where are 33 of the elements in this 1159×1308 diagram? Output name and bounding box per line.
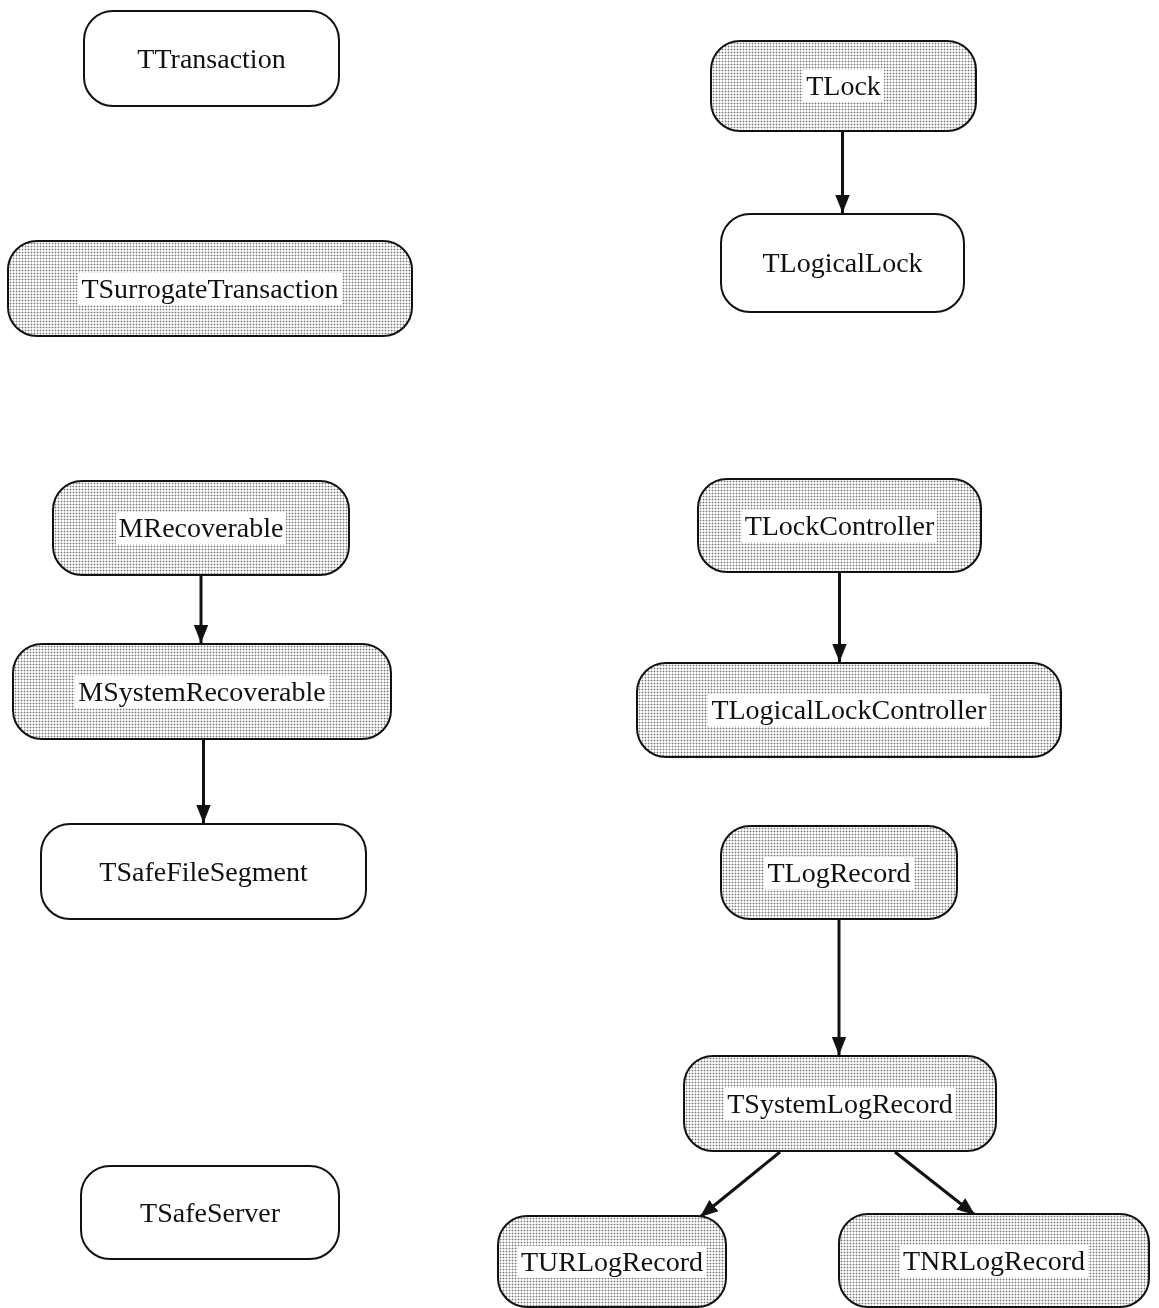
- class-box: [497, 1215, 727, 1308]
- arrow: [835, 132, 850, 213]
- class-name: TLock: [803, 70, 884, 102]
- arrow: [831, 920, 847, 1055]
- class-box: [52, 480, 350, 576]
- class-name: TSystemLogRecord: [724, 1087, 956, 1120]
- class-box: [697, 478, 982, 573]
- class-name: TLogRecord: [764, 856, 914, 889]
- class-name: MRecoverable: [115, 512, 287, 544]
- class-box: [683, 1055, 997, 1152]
- class-name: TSafeFileSegment: [98, 855, 309, 888]
- class-name: TSafeServer: [139, 1196, 281, 1229]
- class-box: [40, 823, 367, 920]
- class-name: TLogicalLock: [761, 247, 924, 279]
- arrow: [196, 740, 211, 823]
- arrow: [193, 576, 209, 643]
- class-name: TSurrogateTransaction: [78, 272, 342, 305]
- class-name: TLockController: [741, 509, 938, 542]
- class-name: MSystemRecoverable: [75, 675, 329, 708]
- arrow: [832, 573, 847, 662]
- class-box: [720, 213, 965, 313]
- class-name: TTransaction: [136, 42, 287, 75]
- class-name: TLogicalLockController: [708, 694, 990, 726]
- class-name: TURLogRecord: [518, 1245, 706, 1278]
- class-box: [80, 1165, 340, 1260]
- class-box: [720, 825, 958, 920]
- class-box: [12, 643, 392, 740]
- class-box: [838, 1213, 1150, 1308]
- class-box: [7, 240, 413, 337]
- class-box: [710, 40, 977, 132]
- class-name: TNRLogRecord: [900, 1244, 1088, 1277]
- class-box: [83, 10, 340, 107]
- class-box: [636, 662, 1062, 758]
